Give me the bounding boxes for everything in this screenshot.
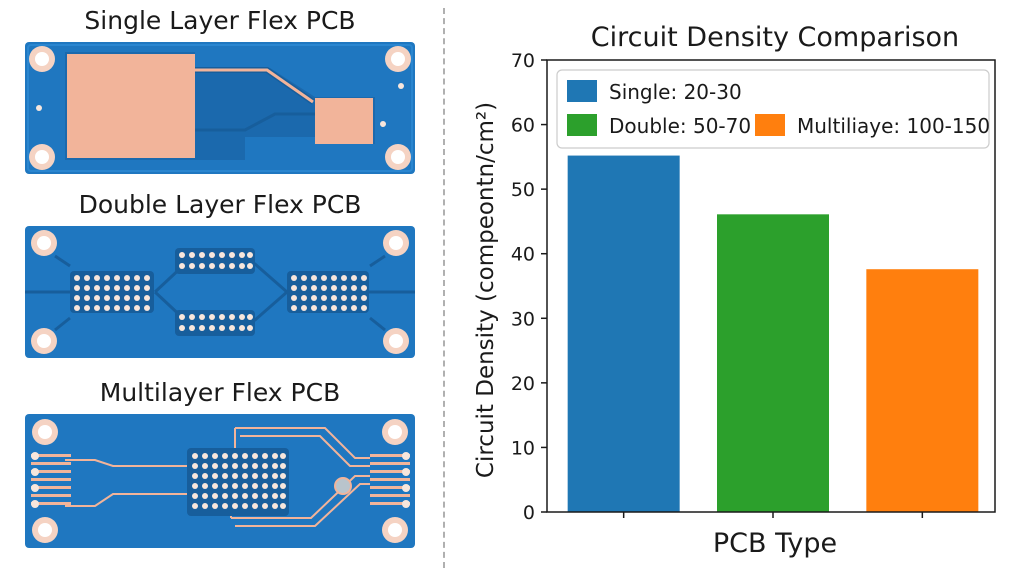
double-layer-pcb-image [25, 226, 415, 358]
copper-pour-small [315, 98, 373, 144]
copper-traces [65, 427, 370, 527]
legend-label-1: Single: 20-30 [609, 80, 742, 104]
bga-via-grid [192, 453, 286, 509]
legend-label-3: Multiliaye: 100-150 [797, 114, 990, 138]
legend-label-2: Double: 50-70 [609, 114, 751, 138]
y-tick-label: 10 [511, 437, 535, 459]
edge-connector-right [370, 452, 410, 508]
y-tick-label: 20 [511, 373, 535, 395]
multilayer-title: Multilayer Flex PCB [99, 378, 341, 407]
bar-1 [567, 155, 680, 512]
trace [195, 68, 314, 104]
multilayer-pcb-image [25, 414, 415, 548]
bars [567, 155, 979, 518]
y-tick-label: 40 [511, 244, 535, 266]
copper-pour-large [67, 54, 195, 158]
legend-swatch-3 [755, 114, 785, 136]
single-layer-pcb-image [25, 42, 415, 174]
via-dots [74, 252, 367, 331]
y-tick-label: 30 [511, 308, 535, 330]
pad-array-top [175, 248, 255, 274]
component-chip [334, 477, 352, 495]
mounting-holes [31, 230, 409, 354]
y-axis-ticks: 0 10 20 30 40 50 60 70 [511, 50, 547, 524]
mounting-holes [32, 419, 408, 543]
pad-array-bottom [175, 310, 255, 336]
double-layer-title: Double Layer Flex PCB [78, 190, 362, 219]
y-tick-label: 0 [523, 502, 535, 524]
x-axis-label: PCB Type [713, 528, 837, 559]
edge-connector-left [31, 452, 71, 508]
board-edge [27, 44, 413, 172]
pad-array-left [70, 271, 154, 313]
bar-3 [866, 269, 979, 512]
single-layer-title: Single Layer Flex PCB [84, 6, 356, 35]
legend-swatch-1 [567, 80, 597, 102]
y-tick-label: 70 [511, 50, 535, 72]
mounting-holes [29, 46, 411, 170]
panel-divider [443, 8, 445, 568]
pad-array-right [287, 271, 369, 313]
bar-2 [717, 214, 829, 512]
chart-title: Circuit Density Comparison [591, 22, 959, 53]
plot-frame [546, 59, 996, 513]
via [398, 83, 404, 89]
y-axis-label: Circuit Density (compeontn/cm²) [473, 102, 499, 478]
via [36, 105, 42, 111]
via [380, 121, 386, 127]
legend-box [556, 69, 990, 149]
circuit-density-chart: Circuit Density Comparison Circuit Densi… [473, 22, 996, 559]
trace-buried [195, 112, 315, 132]
board-substrate [25, 226, 415, 358]
legend-swatch-2 [567, 114, 597, 136]
y-tick-label: 50 [511, 179, 535, 201]
y-tick-label: 60 [511, 115, 535, 137]
